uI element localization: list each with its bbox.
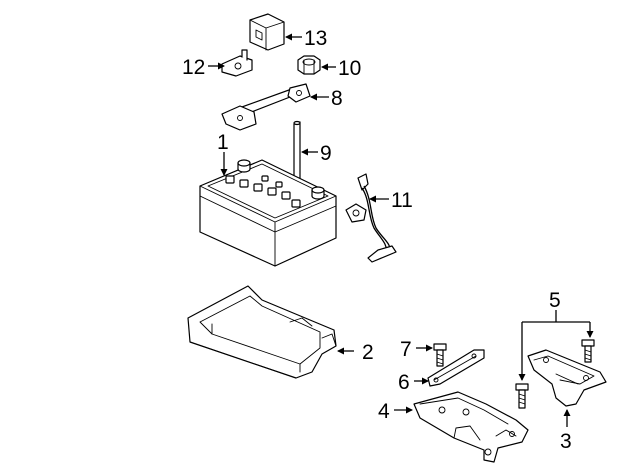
callout-labels: 1 2 3 4 5 6 7 8 9 10 11 12 13 [182, 27, 572, 453]
callout-3: 3 [560, 430, 572, 453]
callout-10: 10 [338, 57, 361, 80]
callout-6: 6 [398, 371, 410, 394]
support-bracket-right [527, 349, 607, 407]
callout-12: 12 [182, 56, 205, 79]
battery [199, 159, 337, 267]
battery-tray [187, 285, 337, 379]
callout-13: 13 [304, 27, 327, 50]
battery-vent-caps [225, 175, 301, 208]
bolt-pair [515, 339, 595, 409]
callout-1: 1 [217, 131, 229, 154]
battery-cable [345, 173, 397, 263]
leader-lines [208, 33, 594, 427]
callout-4: 4 [378, 400, 390, 423]
nut [297, 55, 321, 75]
callout-11: 11 [391, 189, 413, 212]
bolt-lower [515, 383, 529, 409]
hold-down-bar [221, 83, 311, 131]
callout-8: 8 [331, 87, 343, 110]
small-bracket [221, 49, 253, 77]
callout-2: 2 [362, 341, 374, 364]
hold-down-clamp [249, 13, 285, 51]
callout-9: 9 [320, 142, 332, 165]
callout-7: 7 [400, 338, 412, 361]
bolt-left [433, 343, 447, 367]
bolt-upper [581, 339, 595, 363]
support-bracket-left [413, 391, 529, 463]
leader-5-bracket [522, 310, 590, 323]
brace [427, 349, 485, 387]
callout-5: 5 [549, 289, 561, 312]
